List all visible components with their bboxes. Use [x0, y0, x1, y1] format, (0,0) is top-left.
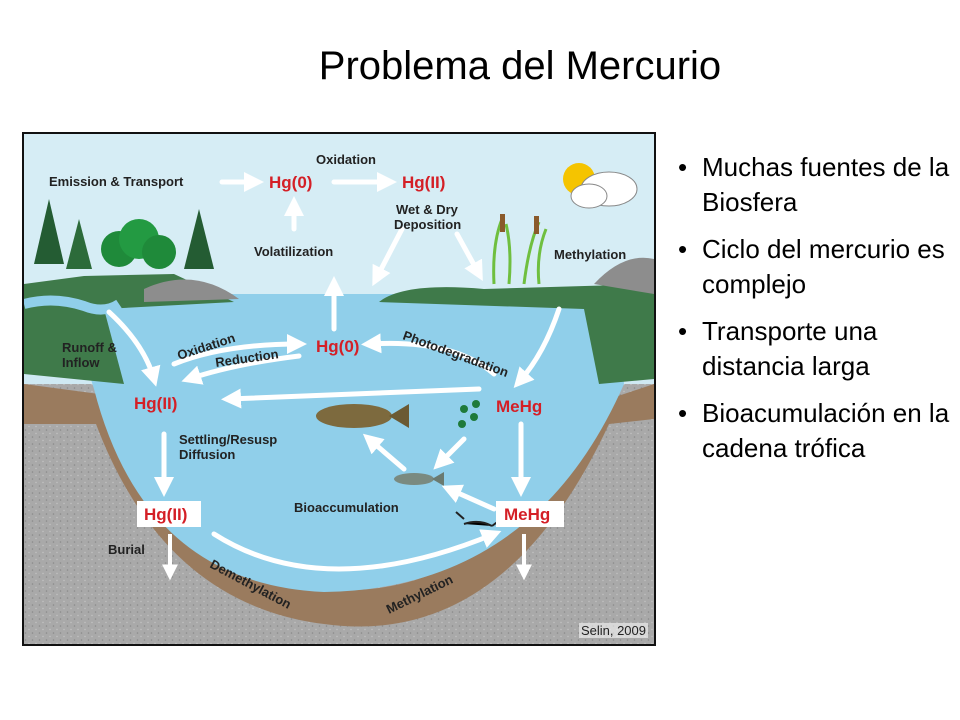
arrow-photodegradation [361, 333, 497, 377]
right-rock [594, 257, 654, 294]
label-burial: Burial [108, 542, 145, 557]
mercury-cycle-diagram: Emission & Transport Oxidation Hg(0) Hg(… [22, 132, 656, 646]
label-hgII-sed: Hg(II) [144, 505, 187, 524]
slide-title: Problema del Mercurio [318, 44, 722, 88]
label-hgII-top: Hg(II) [402, 173, 445, 192]
small-fish-icon [394, 472, 444, 486]
label-settling-1: Settling/Resusp [179, 432, 277, 447]
diagram-canvas: Emission & Transport Oxidation Hg(0) Hg(… [24, 134, 654, 644]
label-wet-dry-2: Deposition [394, 217, 461, 232]
bullet-text: Muchas fuentes de la Biosfera [702, 152, 950, 217]
plankton-icon [458, 400, 480, 428]
flow-arrows [106, 172, 562, 572]
label-wet-dry-1: Wet & Dry [396, 202, 459, 217]
burial-arrows [162, 534, 532, 581]
bullet-item: • Transporte una distancia larga [672, 314, 957, 384]
sediment-box-hgII [137, 501, 201, 527]
arrow-methylation-bottom [211, 529, 502, 572]
arrow-reduction [181, 353, 302, 385]
bullet-text: Ciclo del mercurio es complejo [702, 234, 945, 299]
bullet-text: Transporte una distancia larga [702, 316, 878, 381]
label-runoff-2: Inflow [62, 355, 100, 370]
arrow-to-hgII [221, 386, 482, 409]
arrow-oxidation-mid [171, 334, 307, 367]
arrow-mehg-down [513, 306, 562, 388]
sediment-layer [24, 384, 654, 627]
bullet-item: • Muchas fuentes de la Biosfera [672, 150, 957, 220]
label-volatilization: Volatilization [254, 244, 333, 259]
label-oxidation-top: Oxidation [316, 152, 376, 167]
arrow-deposition-right [454, 231, 483, 282]
label-methylation-right: Methylation [554, 247, 626, 262]
arrow-plankton [433, 436, 467, 470]
river [24, 295, 122, 315]
arrow-runoff [106, 309, 161, 387]
label-hg0-top: Hg(0) [269, 173, 312, 192]
image-credit: Selin, 2009 [578, 623, 648, 638]
label-bioaccumulation: Bioaccumulation [294, 500, 399, 515]
label-mehg-mid: MeHg [496, 397, 542, 416]
label-emission-transport: Emission & Transport [49, 174, 184, 189]
bullet-list: • Muchas fuentes de la Biosfera • Ciclo de… [672, 150, 957, 478]
label-hgII-mid: Hg(II) [134, 394, 177, 413]
reeds-icon [492, 214, 548, 285]
label-hg0-mid: Hg(0) [316, 337, 359, 356]
bullet-marker: • [678, 152, 688, 182]
forest-icon [34, 199, 214, 269]
sediment-box-mehg [496, 501, 564, 527]
arrow-deposition-left [372, 226, 405, 287]
bullet-marker: • [678, 316, 688, 346]
sun-cloud-icon [563, 163, 638, 209]
arrow-bioaccum [441, 484, 497, 512]
bullet-item: • Ciclo del mercurio es complejo [672, 232, 957, 302]
label-mehg-sed: MeHg [504, 505, 550, 524]
label-runoff-1: Runoff & [62, 340, 117, 355]
arrow-fish-small [362, 433, 407, 472]
right-shore [379, 284, 654, 384]
bullet-item: • Bioacumulación en la cadena trófica [672, 396, 957, 466]
label-settling-2: Diffusion [179, 447, 235, 462]
bullet-marker: • [678, 234, 688, 264]
bullet-text: Bioacumulación en la cadena trófica [702, 398, 950, 463]
large-fish-icon [316, 404, 409, 428]
left-rock [144, 279, 239, 302]
bullet-marker: • [678, 398, 688, 428]
